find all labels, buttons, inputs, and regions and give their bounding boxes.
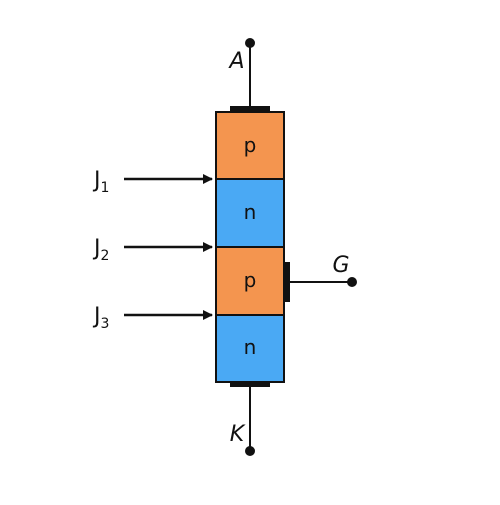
- cathode-terminal-dot: [245, 446, 255, 456]
- junction-3-label: J3: [92, 304, 109, 332]
- junction-1-letter: J: [92, 168, 101, 193]
- gate-terminal-dot: [347, 277, 357, 287]
- layer-1-label: p: [244, 133, 257, 157]
- layer-2-label: n: [244, 200, 257, 224]
- junction-1-label: J1: [92, 168, 109, 196]
- anode-contact: [230, 106, 270, 112]
- gate-label: G: [332, 253, 349, 278]
- anode-label: A: [227, 49, 244, 74]
- junction-2-letter: J: [92, 236, 101, 261]
- junction-3-subscript: 3: [101, 316, 110, 332]
- anode-terminal-dot: [245, 38, 255, 48]
- layer-4-n: [215, 314, 285, 383]
- layer-3-label: p: [244, 268, 257, 292]
- junction-2-subscript: 2: [101, 248, 110, 264]
- junction-1-subscript: 1: [101, 180, 110, 196]
- cathode-contact: [230, 381, 270, 387]
- junction-2-label: J2: [92, 236, 109, 264]
- gate-contact: [284, 262, 290, 302]
- junction-3-letter: J: [92, 304, 101, 329]
- layer-4-label: n: [244, 335, 257, 359]
- cathode-label: K: [230, 422, 246, 447]
